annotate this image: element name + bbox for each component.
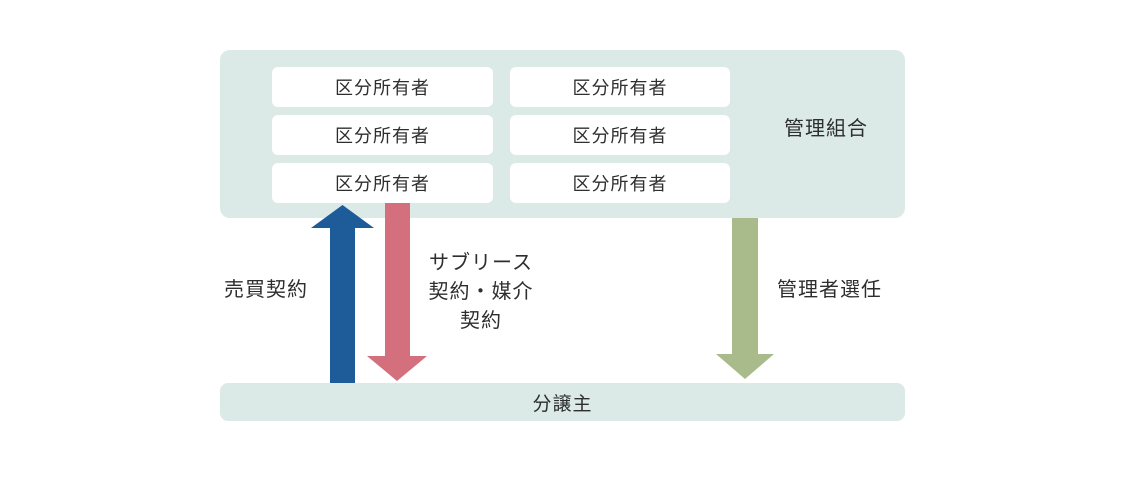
sublease-contract-down-arrow — [367, 203, 427, 381]
up-arrow-shape — [311, 205, 374, 383]
seller-bar: 分譲主 — [220, 383, 905, 421]
sales-contract-label: 売買契約 — [224, 279, 308, 301]
sales-contract-up-arrow — [311, 205, 374, 383]
seller-label: 分譲主 — [532, 393, 593, 415]
owner-box: 区分所有者 — [510, 67, 730, 107]
sublease-contract-label: サブリース 契約・媒介 契約 — [421, 249, 541, 336]
owner-box: 区分所有者 — [510, 163, 730, 203]
owners-grid: 区分所有者 区分所有者 区分所有者 区分所有者 区分所有者 区分所有者 — [272, 67, 730, 203]
management-association-panel: 区分所有者 区分所有者 区分所有者 区分所有者 区分所有者 区分所有者 管理組合 — [220, 50, 905, 218]
manager-appointment-label: 管理者選任 — [777, 279, 882, 301]
down-arrow-shape — [716, 218, 774, 379]
sublease-label-line: サブリース — [429, 252, 533, 274]
sublease-label-line: 契約・媒介 — [428, 281, 534, 303]
management-association-label: 管理組合 — [784, 118, 868, 140]
owner-box: 区分所有者 — [272, 115, 493, 155]
manager-appointment-down-arrow — [716, 218, 774, 379]
sublease-label-line: 契約 — [460, 310, 502, 332]
owner-box: 区分所有者 — [272, 163, 493, 203]
down-arrow-shape — [367, 203, 427, 381]
owner-box: 区分所有者 — [272, 67, 493, 107]
owner-box: 区分所有者 — [510, 115, 730, 155]
